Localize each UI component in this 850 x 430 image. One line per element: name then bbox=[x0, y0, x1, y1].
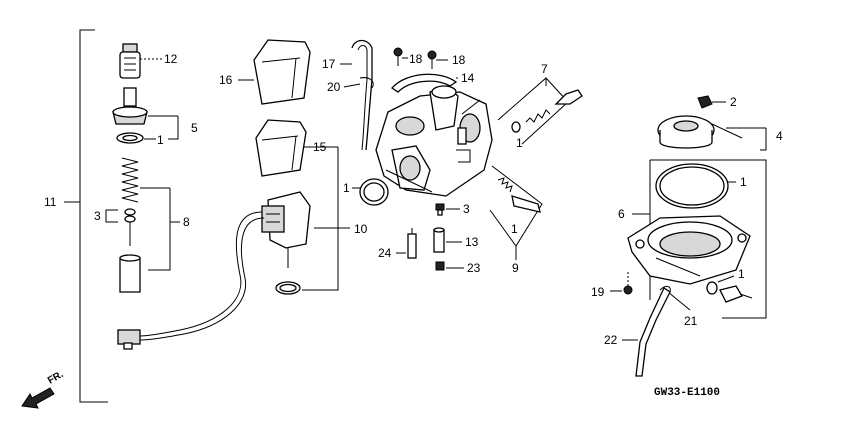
part-1-oring-carb bbox=[352, 178, 389, 206]
front-indicator: FR. bbox=[46, 369, 66, 387]
part-20-clip bbox=[343, 77, 374, 89]
part-3-jet bbox=[435, 203, 460, 216]
part-18-screw-b bbox=[427, 50, 448, 69]
label-9: 9 bbox=[512, 261, 519, 275]
label-10: 10 bbox=[354, 222, 368, 236]
part-16-cover bbox=[238, 39, 311, 105]
label-12: 12 bbox=[164, 52, 178, 66]
bracket-11 bbox=[64, 29, 108, 403]
part-1-oring-bystarter bbox=[275, 281, 301, 295]
part-21-clip bbox=[659, 285, 691, 311]
label-16: 16 bbox=[219, 73, 233, 87]
label-15: 15 bbox=[313, 140, 327, 154]
part-10-auto-bystarter bbox=[117, 191, 311, 350]
label-23: 23 bbox=[467, 261, 481, 275]
part-24-needle-jet bbox=[396, 228, 417, 259]
label-18-a: 18 bbox=[409, 52, 423, 66]
part-8-spring-needle bbox=[119, 157, 180, 293]
label-1-left: 1 bbox=[157, 133, 164, 147]
label-8: 8 bbox=[183, 215, 190, 229]
label-7: 7 bbox=[541, 62, 548, 76]
label-20: 20 bbox=[327, 80, 341, 94]
label-2: 2 bbox=[730, 95, 737, 109]
part-17-tube bbox=[340, 39, 373, 151]
label-1-carb: 1 bbox=[343, 181, 350, 195]
part-15-cover bbox=[255, 119, 307, 177]
label-14: 14 bbox=[461, 71, 475, 85]
label-3-mid: 3 bbox=[463, 202, 470, 216]
label-1-9: 1 bbox=[511, 222, 518, 236]
label-1-oring: 1 bbox=[740, 175, 747, 189]
part-1-washer-chamber bbox=[706, 275, 735, 295]
label-19: 19 bbox=[591, 285, 605, 299]
part-7-screw-set bbox=[497, 77, 583, 145]
part-1-oring-chamber bbox=[655, 163, 736, 209]
part-9-screw-set bbox=[489, 165, 543, 260]
label-1-washer: 1 bbox=[738, 267, 745, 281]
bracket-15-10 bbox=[302, 146, 350, 291]
part-22-tube bbox=[622, 287, 671, 377]
diagram-code: GW33-E1100 bbox=[654, 387, 720, 399]
label-22: 22 bbox=[604, 333, 618, 347]
part-2-screw bbox=[697, 95, 726, 109]
label-24: 24 bbox=[378, 246, 392, 260]
label-6: 6 bbox=[618, 207, 625, 221]
label-4: 4 bbox=[776, 129, 783, 143]
label-18-b: 18 bbox=[452, 53, 466, 67]
label-21: 21 bbox=[684, 314, 698, 328]
bracket-5 bbox=[168, 116, 179, 140]
part-19-screw bbox=[610, 272, 633, 295]
carburetor-body bbox=[375, 85, 493, 197]
part-23-jet bbox=[435, 261, 464, 271]
part-drain-screw bbox=[719, 285, 753, 303]
part-1-washer-a bbox=[116, 132, 156, 144]
part-14-plate bbox=[391, 73, 458, 93]
part-18-screw-a bbox=[393, 47, 408, 66]
label-5: 5 bbox=[191, 121, 198, 135]
label-1-7: 1 bbox=[516, 136, 523, 150]
part-4-float bbox=[657, 115, 767, 151]
part-6-float-chamber bbox=[627, 215, 751, 285]
label-11: 11 bbox=[44, 195, 57, 209]
bracket-3-left bbox=[105, 209, 118, 223]
label-17: 17 bbox=[322, 57, 336, 71]
front-arrow-icon bbox=[21, 387, 55, 409]
part-12-filter-cap bbox=[119, 43, 162, 79]
part-5-nut bbox=[112, 87, 178, 125]
label-13: 13 bbox=[465, 235, 479, 249]
label-3-left: 3 bbox=[94, 209, 101, 223]
callout-labels: 12 5 1 3 8 11 16 15 10 17 20 18 18 14 1 … bbox=[44, 52, 783, 347]
part-13-jet bbox=[433, 227, 462, 253]
